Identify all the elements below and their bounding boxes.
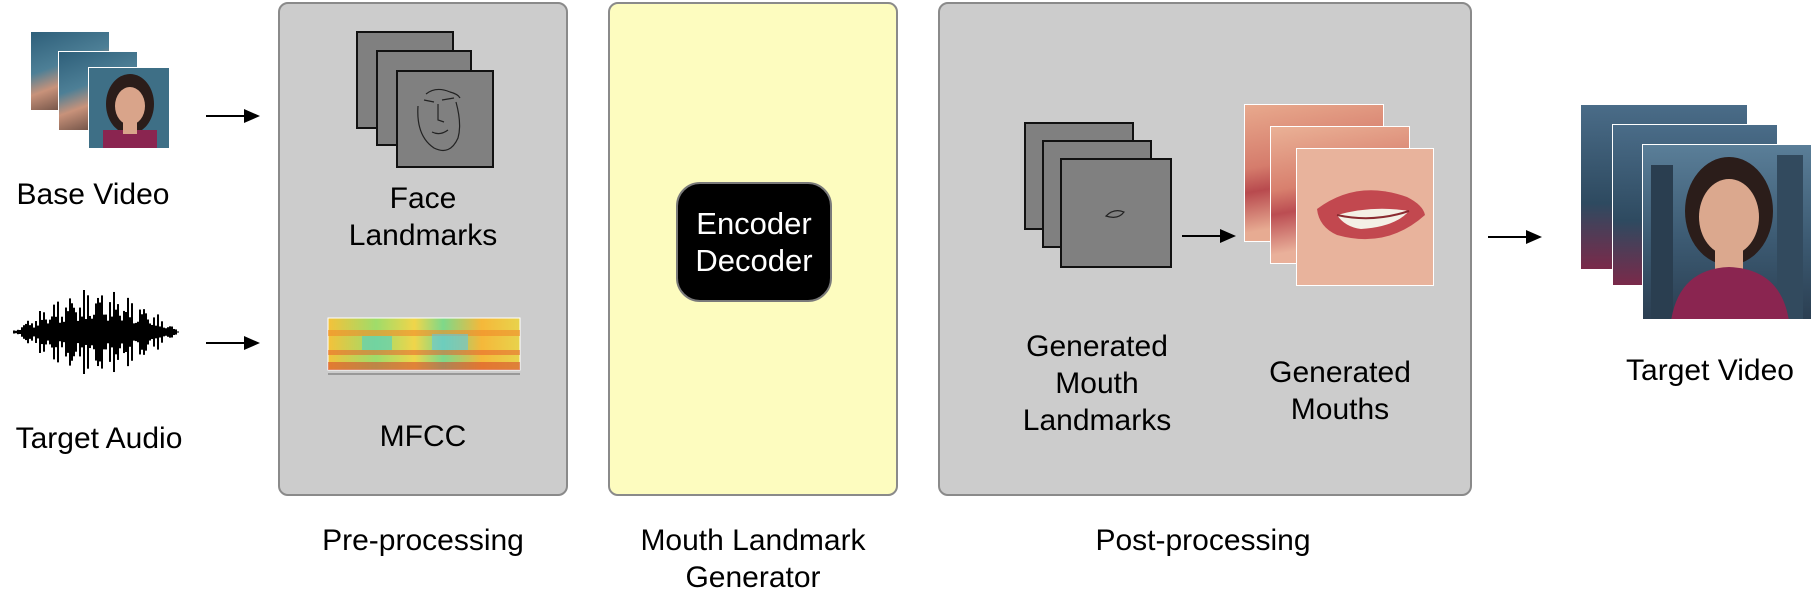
- face-landmark-sketch-icon: [417, 88, 461, 151]
- base-video-label: Base Video: [16, 178, 170, 211]
- face-portrait-icon: [1651, 155, 1803, 319]
- generated-mouths-label: Generated Mouths: [1269, 356, 1411, 426]
- encoder-decoder-block: Encoder Decoder: [676, 182, 832, 302]
- generator-stage-label: Mouth Landmark Generator: [640, 524, 866, 594]
- arrow-right-icon: [1488, 230, 1542, 244]
- arrow-right-icon: [1182, 229, 1236, 243]
- mfcc-label: MFCC: [379, 420, 467, 453]
- encoder-decoder-label: Encoder Decoder: [695, 206, 813, 278]
- mouth-image: [1296, 148, 1434, 286]
- face-landmarks-label: Face Landmarks: [348, 182, 498, 252]
- audio-waveform-icon: [13, 289, 179, 375]
- target-video-frame: [1642, 144, 1812, 320]
- mouth-icon: [1317, 190, 1425, 240]
- mfcc-spectrogram-icon: [327, 317, 521, 375]
- arrow-right-icon: [206, 109, 260, 123]
- landmark-frame: [1060, 158, 1172, 268]
- landmark-frame: [396, 70, 494, 168]
- face-portrait-icon: [103, 74, 157, 148]
- base-video-frame: [88, 67, 170, 149]
- target-video-label: Target Video: [1626, 354, 1794, 387]
- generator-panel: [608, 2, 898, 496]
- postprocessing-stage-label: Post-processing: [1095, 524, 1311, 557]
- target-audio-label: Target Audio: [15, 422, 183, 455]
- generated-mouth-landmarks-label: Generated Mouth Landmarks: [1022, 330, 1172, 437]
- arrow-right-icon: [206, 336, 260, 350]
- mouth-landmark-sketch-icon: [1104, 210, 1125, 218]
- preprocessing-stage-label: Pre-processing: [322, 524, 524, 557]
